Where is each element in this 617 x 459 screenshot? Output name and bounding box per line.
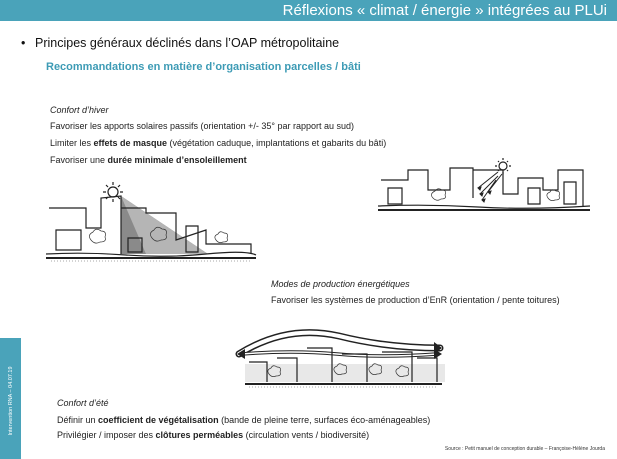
winter-line-3: Favoriser une durée minimale d’ensoleill… (50, 155, 247, 165)
section-subtitle: Recommandations en matière d’organisatio… (46, 61, 361, 73)
summer-title: Confort d’été (57, 398, 109, 408)
ground-line (377, 204, 591, 209)
source-caption: Source : Petit manuel de conception dura… (444, 446, 605, 452)
sun-icon (495, 158, 511, 174)
sun-icon (103, 182, 123, 202)
main-bullet: • Principes généraux déclinés dans l’OAP … (21, 36, 339, 50)
summer-line-1: Définir un coefficient de végétalisation… (57, 415, 431, 425)
tree-icon (89, 226, 228, 244)
bullet-dot-icon: • (21, 36, 26, 50)
summer-line-2: Privilégier / imposer des clôtures permé… (57, 430, 370, 440)
sun-rays-illustration (377, 158, 591, 211)
energy-title: Modes de production énergétiques (271, 279, 410, 289)
bullet-text: Principes généraux déclinés dans l’OAP m… (35, 36, 340, 50)
sidebar-text: Intervention RNA – 04.07.19 (7, 366, 14, 436)
summer-line-1-bold: coefficient de végétalisation (98, 415, 219, 425)
energy-line-1: Favoriser les systèmes de production d’E… (271, 295, 560, 305)
summer-line-2-bold: clôtures perméables (155, 430, 244, 440)
winter-title: Confort d’hiver (50, 105, 109, 115)
left-sidebar: Intervention RNA – 04.07.19 (0, 338, 21, 459)
sun-rays (477, 171, 503, 203)
winter-line-2: Limiter les effets de masque (végétation… (50, 138, 387, 148)
winter-line-2-bold: effets de masque (93, 138, 168, 148)
header-bar: Réflexions « climat / énergie » intégrée… (0, 0, 617, 21)
tree-icon (431, 188, 560, 202)
tree-icon (267, 363, 409, 378)
winter-line-3-bold: durée minimale d’ensoleillement (107, 155, 247, 165)
sun-shadow-illustration (45, 182, 257, 262)
winter-line-1: Favoriser les apports solaires passifs (… (50, 121, 354, 131)
wind-flow-illustration (235, 329, 445, 388)
ground-line (45, 251, 257, 257)
slide-title: Réflexions « climat / énergie » intégrée… (282, 2, 607, 19)
